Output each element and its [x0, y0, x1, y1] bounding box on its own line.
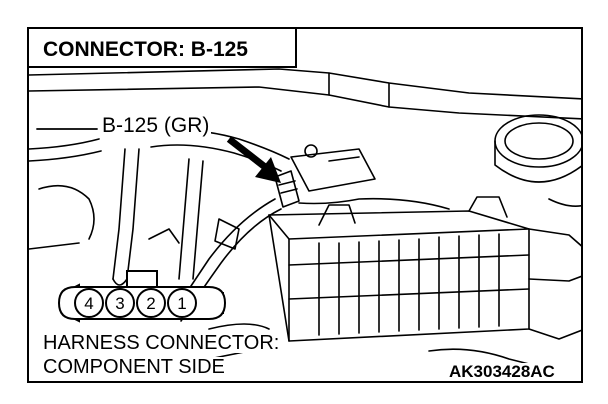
- connector-face: [57, 270, 227, 323]
- pin-label-1: 1: [177, 294, 186, 313]
- figure-code: AK303428AC: [449, 362, 555, 381]
- pointer-arrow-icon: [226, 136, 281, 183]
- diagram-title: CONNECTOR: B-125: [43, 38, 248, 61]
- pin-3-cavity: [105, 288, 135, 318]
- title-box: [29, 29, 297, 68]
- component-callout-label: B-125 (GR): [100, 114, 212, 137]
- diagram-frame: 4 3 2 1 CONNECTOR: B-125 B-125 (GR) HARN…: [27, 27, 583, 383]
- caption-line-1: HARNESS CONNECTOR:: [43, 332, 280, 354]
- pin-4-cavity: [74, 288, 104, 318]
- engine-bay-illustration: 4 3 2 1: [29, 68, 581, 370]
- pin-label-3: 3: [115, 294, 124, 313]
- pin-label-4: 4: [84, 294, 93, 313]
- pin-1-cavity: [167, 288, 197, 318]
- pin-label-2: 2: [146, 294, 155, 313]
- pin-2-cavity: [136, 288, 166, 318]
- caption-line-2: COMPONENT SIDE: [43, 356, 225, 378]
